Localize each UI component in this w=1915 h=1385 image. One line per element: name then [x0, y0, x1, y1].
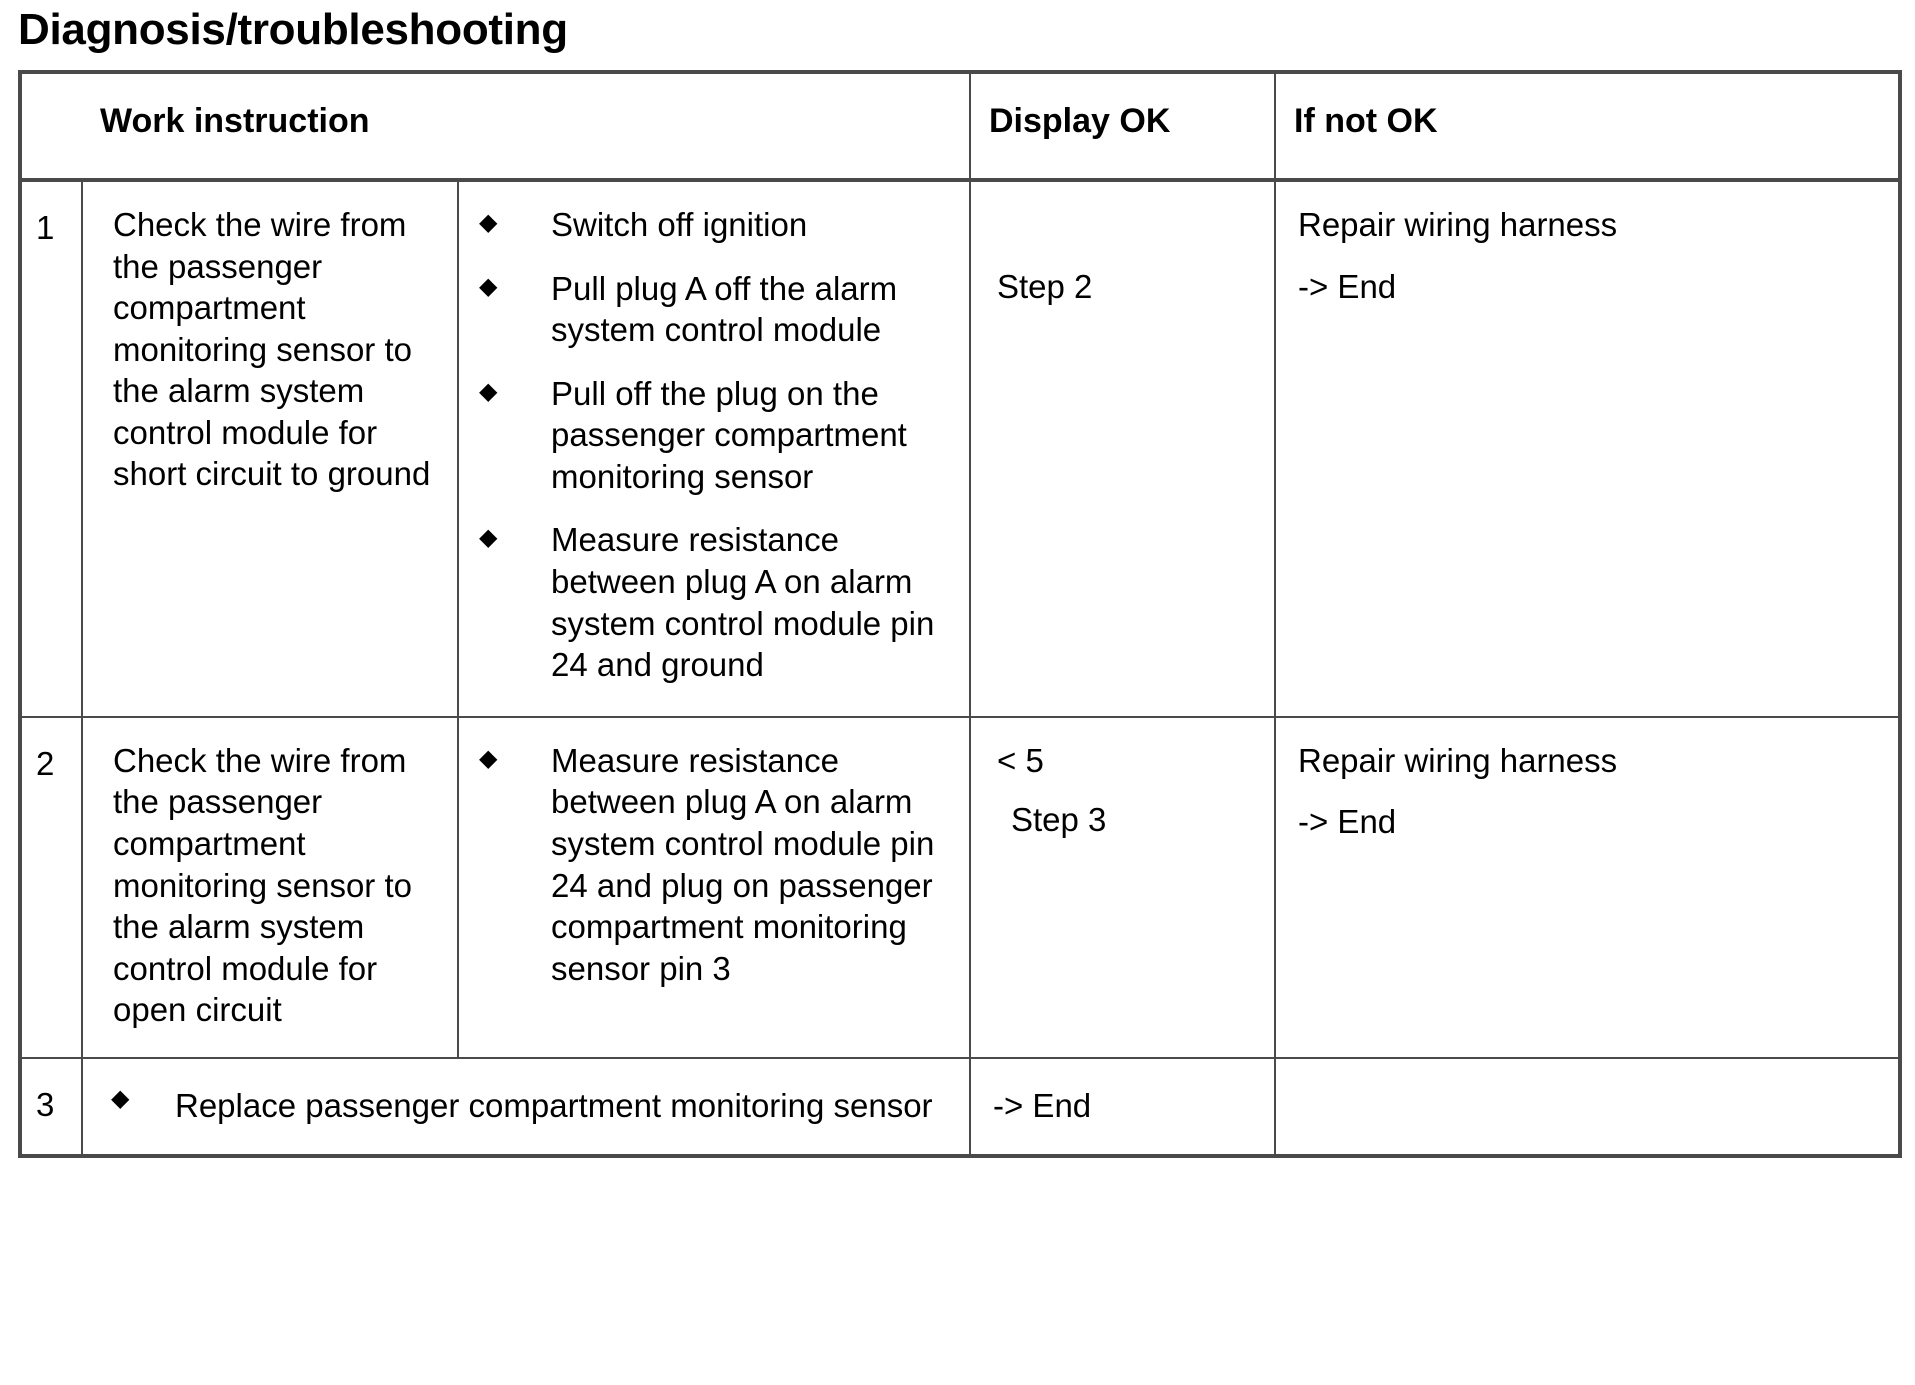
bullet-list: ◆ Measure resistance between plug A on a…	[459, 718, 969, 1019]
table-header: Work instruction Display OK If not OK	[19, 70, 1901, 182]
list-item-text: Measure resistance between plug A on ala…	[551, 521, 935, 684]
table-row: 3 ◆ Replace passenger compartment monito…	[19, 1056, 1900, 1157]
header-if-not-ok: If not OK	[1274, 70, 1901, 182]
header-display-ok-label: Display OK	[989, 102, 1171, 140]
display-ok-next-step: Step 3	[1011, 800, 1107, 838]
bullet-list: ◆ Switch off ignition ◆ Pull plug A off …	[459, 182, 969, 716]
list-item: ◆ Pull off the plug on the passenger com…	[459, 373, 959, 520]
header-display-ok: Display OK	[969, 70, 1276, 182]
list-item: ◆ Pull plug A off the alarm system contr…	[459, 268, 959, 373]
if-not-ok-empty	[1276, 1059, 1898, 1069]
row-instruction-text: Check the wire from the passenger compar…	[113, 741, 412, 1029]
header-number	[19, 70, 82, 182]
table-row: 2 Check the wire from the passenger comp…	[19, 715, 1901, 1059]
list-item: ◆ Switch off ignition	[459, 204, 959, 268]
row-instruction-text: Replace passenger compartment monitoring…	[175, 1086, 933, 1124]
if-not-ok-text: Repair wiring harness	[1298, 741, 1618, 779]
row-display-ok-cell: < 5 Step 3	[969, 715, 1276, 1059]
row-if-not-ok-cell: Repair wiring harness -> End	[1274, 179, 1901, 718]
row-instruction-wrapper: ◆ Replace passenger compartment monitori…	[83, 1059, 969, 1154]
list-item-text: Measure resistance between plug A on ala…	[551, 741, 935, 987]
row-if-not-ok-cell	[1274, 1056, 1900, 1156]
diamond-bullet-icon: ◆	[479, 209, 498, 236]
display-ok-text: -> End	[993, 1086, 1092, 1124]
header-number-label	[22, 74, 82, 102]
list-item: ◆ Measure resistance between plug A on a…	[459, 740, 959, 993]
row-instruction-text: Check the wire from the passenger compar…	[113, 206, 431, 493]
row-instruction-cell: Check the wire from the passenger compar…	[81, 179, 459, 718]
page-title: Diagnosis/troubleshooting	[18, 5, 568, 54]
diamond-bullet-icon: ◆	[479, 272, 498, 300]
table-body: 1 Check the wire from the passenger comp…	[19, 179, 1901, 1157]
row-number: 2	[36, 744, 55, 782]
diamond-bullet-icon: ◆	[479, 524, 498, 552]
header-if-not-ok-label: If not OK	[1294, 102, 1438, 140]
row-number-cell: 3	[19, 1056, 83, 1157]
display-ok-text: Step 2	[997, 268, 1093, 305]
row-number: 1	[36, 209, 55, 246]
row-instruction-cell: Check the wire from the passenger compar…	[81, 715, 459, 1059]
table-row: 1 Check the wire from the passenger comp…	[19, 179, 1901, 718]
row-bullets-cell: ◆ Measure resistance between plug A on a…	[457, 715, 971, 1059]
row-bullets-cell: ◆ Switch off ignition ◆ Pull plug A off …	[457, 179, 971, 718]
list-item-text: Pull off the plug on the passenger compa…	[551, 374, 907, 495]
row-display-ok-cell: -> End	[969, 1056, 1276, 1157]
list-item: ◆ Measure resistance between plug A on a…	[459, 519, 959, 689]
if-not-ok-text: Repair wiring harness	[1298, 206, 1618, 243]
row-instruction-cell: ◆ Replace passenger compartment monitori…	[81, 1056, 971, 1157]
diamond-bullet-icon: ◆	[479, 377, 498, 405]
diamond-bullet-icon: ◆	[479, 744, 498, 772]
list-item-text: Switch off ignition	[551, 206, 808, 243]
diamond-bullet-icon: ◆	[111, 1084, 130, 1112]
row-number-cell: 1	[19, 179, 83, 718]
diagnosis-table: Work instruction Display OK If not OK 1 …	[18, 70, 1902, 1158]
header-work-instruction-label: Work instruction	[100, 102, 370, 140]
if-not-ok-next-step: -> End	[1298, 803, 1397, 841]
row-number-cell: 2	[19, 715, 83, 1059]
if-not-ok-next-step: -> End	[1298, 267, 1397, 305]
row-if-not-ok-cell: Repair wiring harness -> End	[1274, 715, 1901, 1059]
row-display-ok-cell: Step 2	[969, 179, 1276, 718]
row-number: 3	[36, 1085, 55, 1123]
list-item-text: Pull plug A off the alarm system control…	[551, 269, 898, 349]
header-row: Work instruction Display OK If not OK	[19, 70, 1901, 182]
display-ok-threshold: < 5	[997, 741, 1044, 779]
header-work-instruction: Work instruction	[82, 70, 971, 182]
